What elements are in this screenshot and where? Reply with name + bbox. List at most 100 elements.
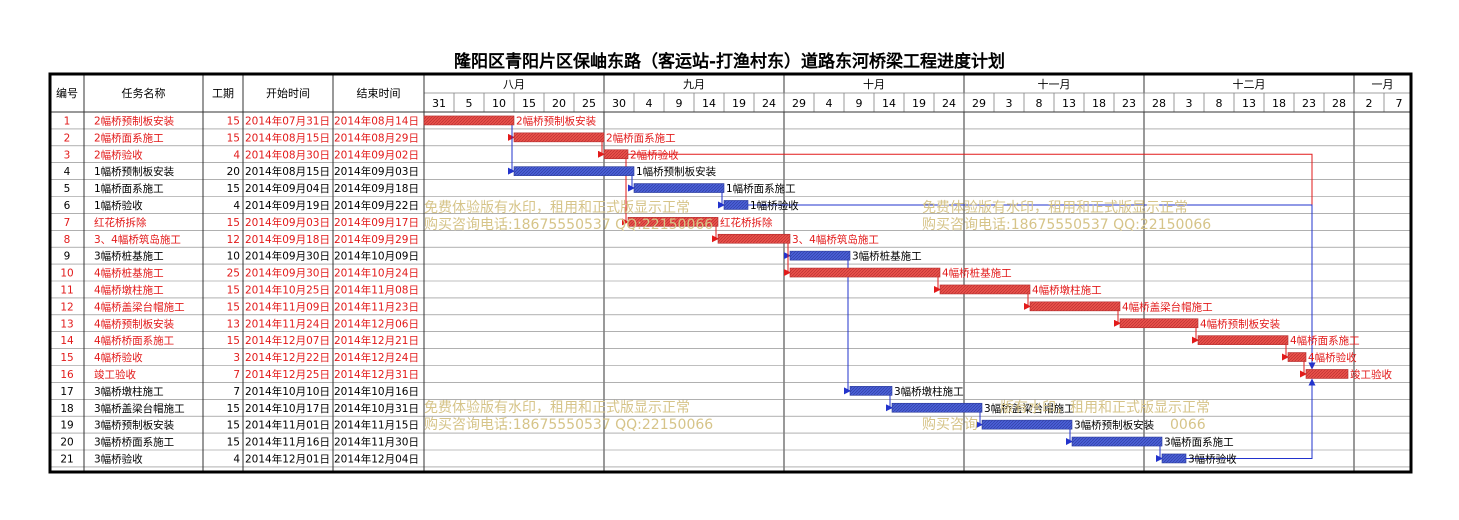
task-id: 21 [60,454,73,466]
task-duration: 15 [227,116,240,128]
day-tick-label: 29 [792,97,806,110]
task-end: 2014年11月15日 [334,419,419,432]
watermark-line1: 免费体验版有水印，租用和正式版显示正常 [424,200,690,216]
task-bar [1305,369,1349,379]
chart-title: 隆阳区青阳片区保岫东路（客运站-打渔村东）道路东河桥梁工程进度计划 [453,52,1006,72]
day-tick-label: 28 [1332,97,1346,110]
task-end: 2014年09月03日 [334,165,419,178]
bar-label: 3幅桥预制板安装 [1074,419,1155,432]
task-duration: 15 [227,403,240,415]
day-tick-label: 25 [582,97,596,110]
month-label: 十二月 [1233,77,1266,91]
task-end: 2014年11月08日 [334,284,419,297]
bar-label: 3幅桥桩基施工 [852,250,922,263]
task-name: 4幅桥桥面系施工 [94,334,174,347]
task-name: 1幅桥验收 [94,199,143,212]
dependency-arrow [622,158,629,226]
bar-label: 2幅桥面系施工 [606,131,676,144]
watermark-line2: 购买咨询电话:18675550537 QQ:22150066 [922,217,1212,233]
dependency-arrow [934,277,941,293]
month-label: 十月 [863,77,885,91]
task-id: 3 [64,149,71,161]
task-bar [717,233,791,244]
day-tick-label: 18 [1092,97,1106,110]
task-duration: 20 [227,166,240,178]
task-bar [423,115,515,126]
bar-label: 4幅桥面系施工 [1290,334,1360,347]
task-bar [939,284,1031,295]
month-label: 九月 [683,78,705,91]
watermark-line1: 免费体验版有水印，租用和正式版显示正常 [424,400,690,416]
task-duration: 12 [227,234,240,246]
task-bar [723,200,749,210]
task-start: 2014年12月25日 [245,368,330,381]
dependency-arrow [976,412,983,429]
day-tick-label: 19 [912,97,926,110]
task-id: 9 [64,251,71,263]
task-bars [423,115,1349,464]
task-start: 2014年09月30日 [245,250,330,263]
task-name: 红花桥拆除 [94,216,147,229]
dependency-arrow [718,192,725,209]
task-id: 4 [64,166,71,178]
task-name: 3幅桥预制板安装 [94,419,175,432]
day-tick-label: 18 [1272,97,1286,110]
bar-label: 2幅桥验收 [630,148,679,161]
task-duration: 4 [233,454,240,466]
day-tick-label: 3 [1186,97,1193,110]
chart-background [50,74,1411,472]
dependency-arrow [712,226,719,243]
task-name: 竣工验收 [94,368,136,381]
task-bar [627,217,719,227]
task-name: 2幅桥验收 [94,148,143,161]
task-id: 5 [64,183,71,195]
watermark-bottom-right-2: 购买咨询 [922,417,978,434]
day-tick-label: 23 [1302,97,1316,110]
task-end: 2014年08月14日 [334,115,419,128]
task-end: 2014年09月18日 [334,182,419,195]
task-start: 2014年10月17日 [245,402,330,415]
task-id: 10 [60,268,73,280]
task-end: 2014年12月31日 [334,368,419,381]
watermark-fragment3: 0066 [1170,417,1206,433]
task-name: 3、4幅桥筑岛施工 [94,233,181,246]
task-id: 8 [64,234,71,246]
day-tick-label: 9 [676,97,683,110]
task-bar [789,250,851,261]
task-name: 1幅桥预制板安装 [94,165,175,178]
day-tick-label: 24 [762,97,776,110]
task-start: 2014年08月15日 [245,165,330,178]
task-start: 2014年09月04日 [245,182,330,195]
task-id: 11 [60,285,73,297]
day-tick-label: 20 [552,97,566,110]
task-duration: 7 [233,369,240,381]
task-name: 3幅桥桩基施工 [94,250,164,263]
bar-label: 4幅桥验收 [1308,351,1357,364]
day-tick-label: 29 [972,97,986,110]
outer-border [48,72,1413,474]
task-start: 2014年09月19日 [245,199,330,212]
bar-label: 4幅桥桩基施工 [942,267,1012,280]
dependency-arrow [784,243,791,277]
day-tick-label: 14 [882,97,896,110]
task-bar [981,419,1073,430]
day-tick-label: 24 [942,97,956,110]
bar-label: 2幅桥预制板安装 [516,114,597,127]
task-end: 2014年08月29日 [334,131,419,144]
task-bar [1161,453,1187,464]
task-name: 4幅桥墩柱施工 [94,284,164,297]
task-end: 2014年09月02日 [334,148,419,161]
task-id: 16 [60,369,74,381]
task-start: 2014年08月30日 [245,148,330,161]
bar-label: 3幅桥验收 [1188,452,1237,465]
column-header: 开始时间 [266,86,310,100]
task-end: 2014年12月06日 [334,317,419,330]
task-duration: 15 [227,335,240,347]
day-tick-label: 14 [702,97,716,110]
task-duration: 15 [227,183,240,195]
task-end: 2014年09月29日 [334,233,419,246]
bar-label: 3、4幅桥筑岛施工 [792,233,879,246]
dependency-arrow [1282,344,1289,361]
bar-label: 3幅桥面系施工 [1164,436,1234,449]
day-tick-label: 8 [1216,97,1223,110]
